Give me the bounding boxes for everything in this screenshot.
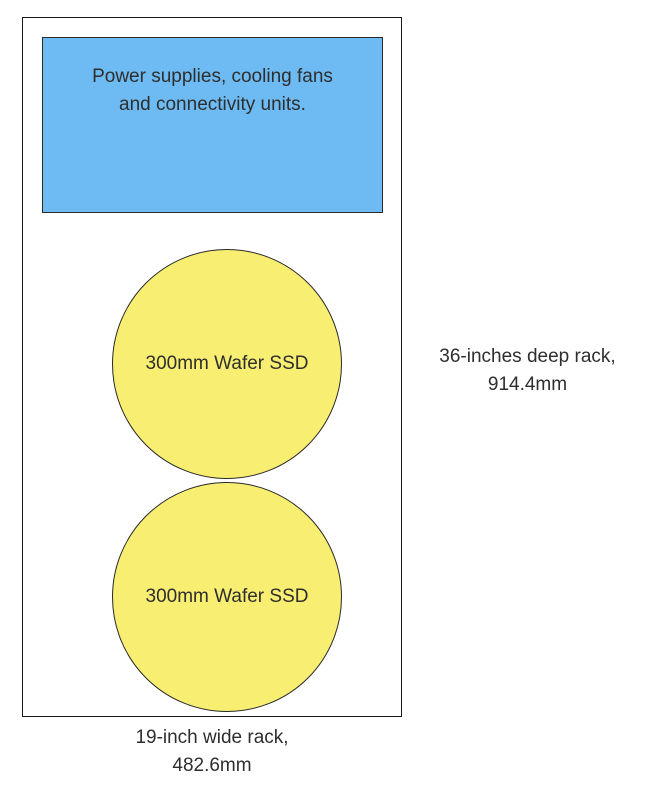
rack-width-label: 19-inch wide rack, 482.6mm xyxy=(135,727,289,776)
power-unit-box: Power supplies, cooling fans and connect… xyxy=(42,37,383,213)
wafer-ssd-circle-1: 300mm Wafer SSD xyxy=(112,249,342,479)
wafer-ssd-label-2: 300mm Wafer SSD xyxy=(145,586,309,607)
rack-depth-label: 36-inches deep rack, 914.4mm xyxy=(439,346,616,395)
wafer-ssd-circle-2: 300mm Wafer SSD xyxy=(112,482,342,712)
power-unit-label: Power supplies, cooling fans and connect… xyxy=(92,66,333,115)
wafer-ssd-label-1: 300mm Wafer SSD xyxy=(145,353,309,374)
